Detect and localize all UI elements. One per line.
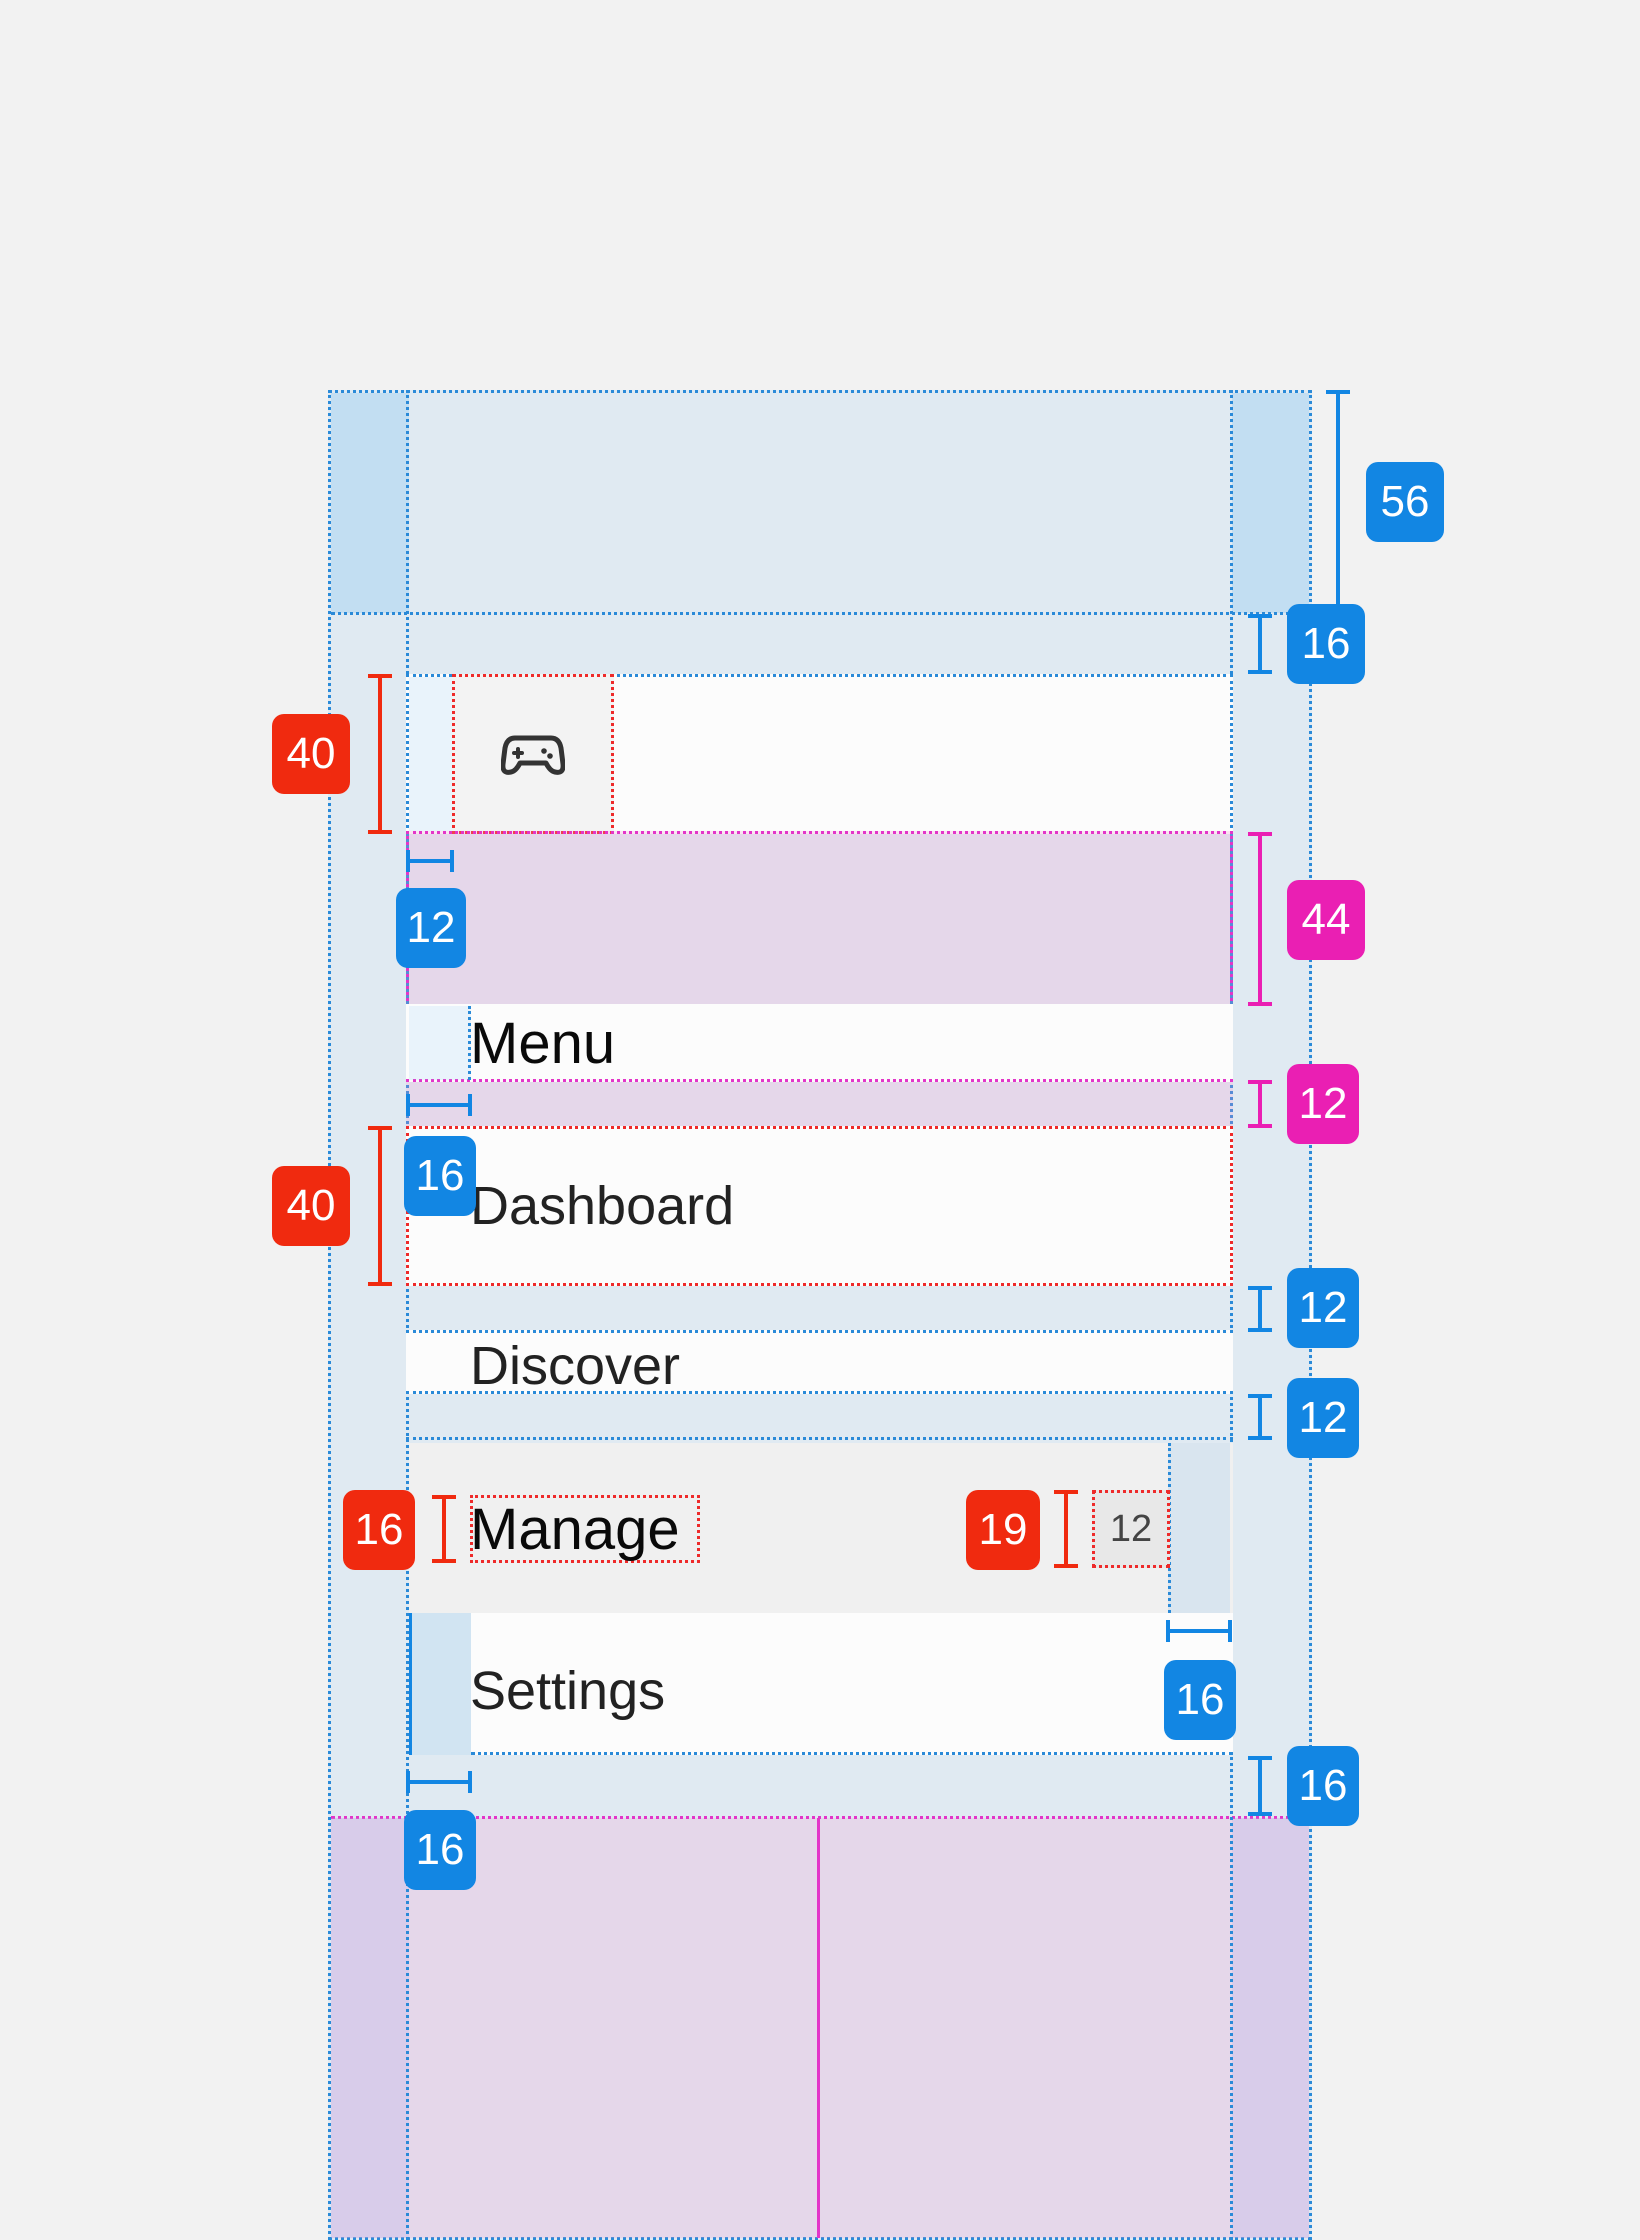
- item-gap-2-badge: 12: [1287, 1378, 1359, 1458]
- title-gap-bracket: [1248, 1080, 1272, 1128]
- logo-inset-badge: 12: [396, 888, 466, 968]
- header-gap-bracket: [1248, 614, 1272, 674]
- title-gap-area: [406, 1082, 1233, 1128]
- item-height-bracket: [368, 1126, 392, 1286]
- title-inset: [409, 1006, 471, 1080]
- manage-count-text: 12: [1109, 1507, 1153, 1550]
- settings-inset: [409, 1613, 471, 1755]
- gamepad-icon: [501, 735, 565, 775]
- bottom-inset-bracket: [406, 1771, 472, 1793]
- logo-size-bracket: [368, 674, 392, 834]
- item-gap-1-bracket: [1248, 1286, 1272, 1332]
- badge-inset-badge: 16: [1164, 1660, 1236, 1740]
- nav-item-settings-label: Settings: [470, 1661, 666, 1721]
- footer-divider-line: [331, 1816, 1309, 1819]
- title-gap-badge: 12: [1287, 1064, 1359, 1144]
- left-gutter: [331, 393, 409, 613]
- nav-item-manage-label: Manage: [470, 1497, 680, 1562]
- item-inset-badge: 16: [404, 1136, 476, 1216]
- logo-inset: [409, 677, 453, 831]
- bottom-gap-badge: 16: [1287, 1746, 1359, 1826]
- bottom-inset-badge: 16: [404, 1810, 476, 1890]
- footer-center-line: [817, 1818, 820, 2238]
- right-inset-guide: [1230, 390, 1233, 2240]
- item-gap-1-badge: 12: [1287, 1268, 1359, 1348]
- item-gap-2: [406, 1394, 1233, 1440]
- nav-item-discover-label: Discover: [470, 1336, 681, 1396]
- right-gutter-bottom: [1232, 1818, 1309, 2238]
- text-height-bracket: [432, 1495, 456, 1563]
- header-height-badge: 56: [1366, 462, 1444, 542]
- item-gap-2-bracket: [1248, 1394, 1272, 1440]
- item-height-badge: 40: [272, 1166, 350, 1246]
- logo-inset-bracket: [406, 850, 454, 872]
- badge-inset-bracket: [1166, 1620, 1232, 1642]
- manage-count-badge: 12: [1092, 1490, 1170, 1568]
- badge-height-badge: 19: [966, 1490, 1040, 1570]
- header-divider: [331, 612, 1309, 615]
- manage-text-box: [470, 1495, 700, 1563]
- header-gap-badge: 16: [1287, 604, 1365, 684]
- header-height-bracket: [1326, 390, 1350, 610]
- logo-gap-badge: 44: [1287, 880, 1365, 960]
- left-gutter-bottom: [331, 1818, 409, 2238]
- right-gutter: [1232, 393, 1309, 613]
- logo-size-badge: 40: [272, 714, 350, 794]
- nav-item-discover[interactable]: [406, 1330, 1233, 1394]
- section-title: Menu: [470, 1011, 616, 1076]
- badge-height-bracket: [1054, 1490, 1078, 1568]
- text-height-badge: 16: [343, 1490, 415, 1570]
- left-inset-guide: [406, 390, 409, 2240]
- section-title-row: [406, 1004, 1233, 1082]
- sidebar-footer-area: [331, 1818, 1309, 2238]
- logo-gap-bracket: [1248, 832, 1272, 1006]
- nav-item-dashboard-label: Dashboard: [470, 1176, 735, 1236]
- item-inset-bracket: [406, 1094, 472, 1116]
- logo-gap-area: [406, 831, 1233, 1007]
- bottom-gap-bracket: [1248, 1756, 1272, 1816]
- nav-item-settings[interactable]: [471, 1613, 1233, 1755]
- logo-box[interactable]: [452, 674, 614, 834]
